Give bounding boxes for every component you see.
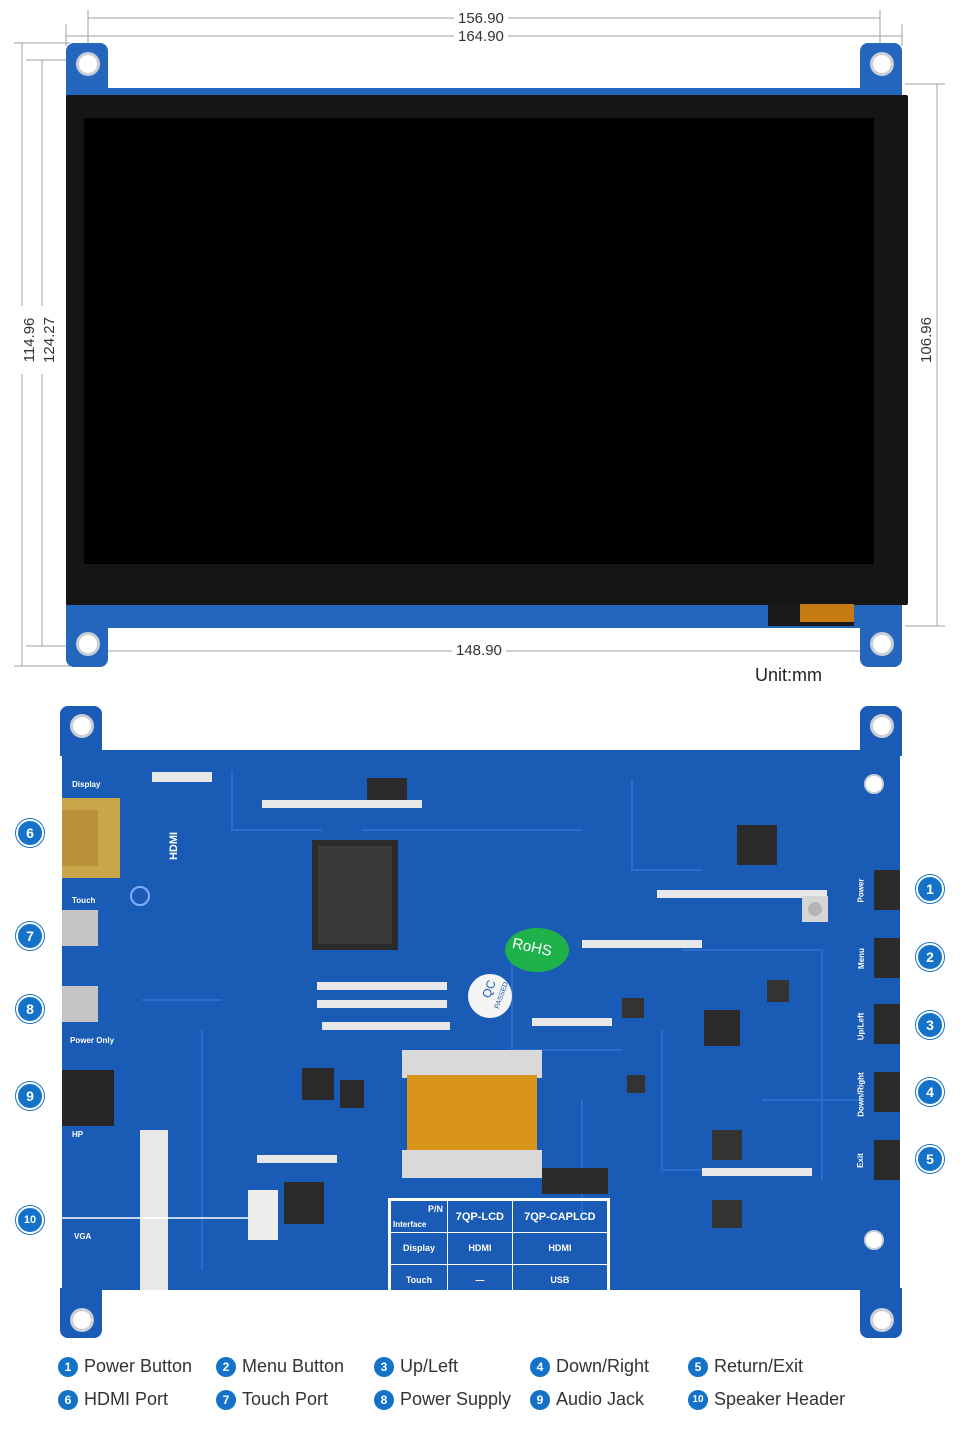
legend-label: Menu Button xyxy=(242,1356,345,1376)
legend: 1 Power Button 2 Menu Button 3 Up/Left 4 Dow… xyxy=(58,1354,938,1418)
callout-5: 5 xyxy=(916,1145,944,1173)
silk-down-right: Down/Right xyxy=(856,1072,866,1117)
dim-height-left-inner: 124.27 xyxy=(41,306,59,374)
legend-label: Touch Port xyxy=(242,1389,329,1409)
mount-hole xyxy=(70,1308,94,1332)
legend-number: 10 xyxy=(688,1389,708,1410)
legend-item: 5 Return/Exit xyxy=(688,1356,803,1377)
legend-item: 9 Audio Jack xyxy=(530,1389,644,1410)
callout-3: 3 xyxy=(916,1011,944,1039)
spec-corner-top: P/N xyxy=(427,1204,443,1214)
legend-label: Power Button xyxy=(84,1356,193,1376)
callout-6: 6 xyxy=(16,819,44,847)
spec-cell: — xyxy=(447,1263,513,1296)
legend-number: 1 xyxy=(58,1356,78,1377)
silk-power-only: Power Only xyxy=(70,1036,115,1045)
legend-label: Power Supply xyxy=(400,1389,512,1409)
spec-table: P/N Interface 7QP-LCD 7QP-CAPLCD Display… xyxy=(388,1198,610,1298)
mount-hole xyxy=(70,714,94,738)
callout-2: 2 xyxy=(916,943,944,971)
legend-label: Return/Exit xyxy=(714,1356,804,1376)
fpc-cable-gold xyxy=(800,604,854,622)
pcb-traces xyxy=(62,770,900,1290)
silk-hdmi: HDMI xyxy=(168,831,181,861)
front-view: 156.90 164.90 148.90 114.96 124.27 106.9… xyxy=(0,0,960,690)
legend-label: Audio Jack xyxy=(556,1389,645,1409)
mount-hole xyxy=(76,632,100,656)
mount-hole xyxy=(870,1308,894,1332)
legend-label: Up/Left xyxy=(400,1356,459,1376)
silk-exit: Exit xyxy=(855,1153,865,1168)
mount-hole xyxy=(76,52,100,76)
legend-number: 5 xyxy=(688,1356,708,1377)
legend-item: 3 Up/Left xyxy=(374,1356,458,1377)
mount-hole xyxy=(870,714,894,738)
silk-vga: VGA xyxy=(74,1232,92,1241)
spec-corner-bottom: Interface xyxy=(393,1220,427,1229)
legend-item: 8 Power Supply xyxy=(374,1389,511,1410)
silk-menu: Menu xyxy=(856,948,866,969)
legend-item: 2 Menu Button xyxy=(216,1356,344,1377)
unit-label: Unit:mm xyxy=(755,665,822,685)
dim-width-bottom: 148.90 xyxy=(452,642,506,660)
callout-1: 1 xyxy=(916,875,944,903)
mount-hole xyxy=(870,52,894,76)
callout-9: 9 xyxy=(16,1082,44,1110)
legend-number: 3 xyxy=(374,1356,394,1377)
spec-col2-header: 7QP-CAPLCD xyxy=(511,1200,609,1233)
dim-height-left-outer: 114.96 xyxy=(21,306,39,374)
legend-number: 7 xyxy=(216,1389,236,1410)
callout-8: 8 xyxy=(16,995,44,1023)
legend-number: 9 xyxy=(530,1389,550,1410)
legend-label: Speaker Header xyxy=(714,1389,846,1409)
legend-number: 2 xyxy=(216,1356,236,1377)
legend-label: Down/Right xyxy=(556,1356,650,1376)
dim-width-inner: 156.90 xyxy=(454,10,508,28)
display-screen xyxy=(84,118,874,564)
legend-label: HDMI Port xyxy=(84,1389,169,1409)
spec-corner: P/N Interface xyxy=(390,1200,448,1233)
spec-row-label: Touch xyxy=(390,1263,448,1296)
callout-10: 10 xyxy=(16,1206,44,1234)
silk-touch: Touch xyxy=(72,896,96,905)
legend-item: 4 Down/Right xyxy=(530,1356,649,1377)
legend-number: 6 xyxy=(58,1389,78,1410)
callout-4: 4 xyxy=(916,1078,944,1106)
legend-item: 10 Speaker Header xyxy=(688,1389,845,1410)
callout-7: 7 xyxy=(16,922,44,950)
legend-item: 1 Power Button xyxy=(58,1356,192,1377)
dim-height-right: 106.96 xyxy=(918,306,936,374)
legend-item: 7 Touch Port xyxy=(216,1389,328,1410)
spec-row-label: Display xyxy=(390,1232,448,1265)
legend-number: 8 xyxy=(374,1389,394,1410)
spec-col1-header: 7QP-LCD xyxy=(447,1200,513,1233)
legend-item: 6 HDMI Port xyxy=(58,1389,168,1410)
mount-hole xyxy=(870,632,894,656)
legend-number: 4 xyxy=(530,1356,550,1377)
silk-power: Power xyxy=(856,878,866,903)
back-view: Display HDMI Touch Power Only HP VGA Pow… xyxy=(0,700,960,1340)
spec-cell: HDMI xyxy=(447,1232,513,1265)
spec-cell: USB xyxy=(511,1263,609,1296)
dim-width-outer: 164.90 xyxy=(454,28,508,46)
spec-cell: HDMI xyxy=(511,1232,609,1265)
silk-hp: HP xyxy=(72,1130,84,1139)
silk-up-left: Up/Left xyxy=(856,1012,866,1041)
silk-display: Display xyxy=(72,780,101,789)
